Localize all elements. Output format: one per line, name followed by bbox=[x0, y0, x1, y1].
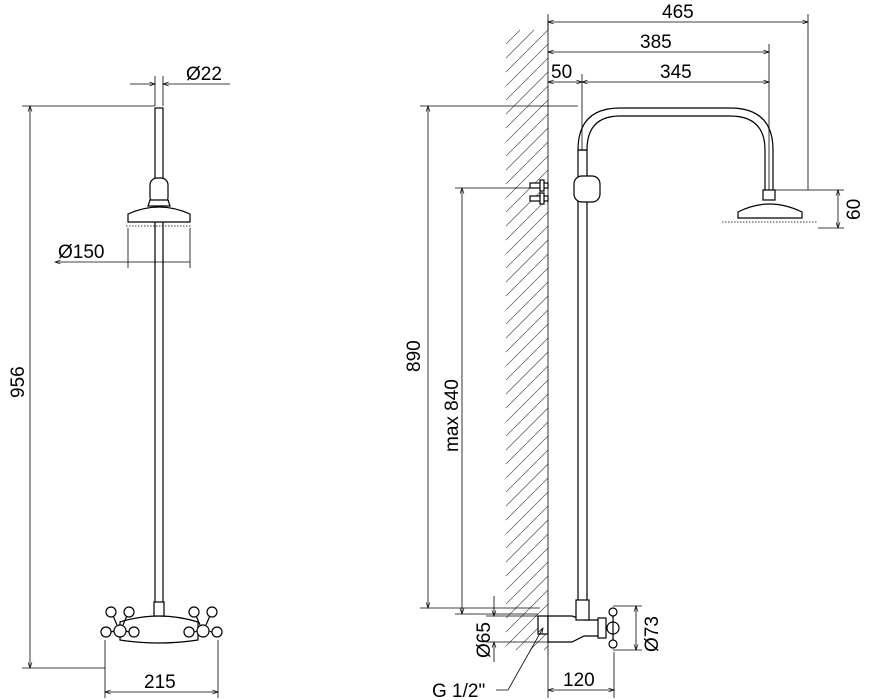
wall-hatch-line bbox=[505, 225, 549, 269]
wall-hatch-line bbox=[505, 253, 549, 297]
front-view: Ø22 Ø150 956 215 bbox=[8, 64, 230, 698]
side-view: 465 385 50 345 60 890 max 840 Ø65 bbox=[404, 2, 865, 700]
wall-hatch-line bbox=[505, 435, 549, 479]
wall-hatch-line bbox=[505, 449, 549, 493]
wall-hatch-line bbox=[505, 43, 549, 87]
wall-hatch-line bbox=[505, 393, 549, 437]
side-head-connector bbox=[762, 189, 776, 201]
side-slider bbox=[573, 175, 601, 203]
wall-hatch-line bbox=[505, 85, 549, 129]
wall-hatch-line bbox=[505, 281, 549, 325]
wall-hatch-line bbox=[543, 645, 549, 651]
wall-hatch-line bbox=[505, 337, 549, 381]
wall-hatch-line bbox=[505, 113, 549, 157]
wall-hatch-line bbox=[505, 155, 549, 199]
wall-hatch-line bbox=[505, 533, 549, 577]
wall-hatch-line bbox=[505, 561, 549, 605]
wall-hatch-line bbox=[505, 603, 549, 647]
side-total-projection-label: 465 bbox=[662, 2, 694, 23]
wall-hatch-line bbox=[505, 71, 549, 115]
wall-hatch-line bbox=[505, 309, 549, 353]
wall-hatch-line bbox=[505, 211, 549, 255]
front-width-label: 215 bbox=[144, 672, 176, 693]
wall-hatch-line bbox=[505, 421, 549, 465]
wall-hatch-line bbox=[505, 519, 549, 563]
wall-hatch-line bbox=[505, 267, 549, 311]
wall-hatch-line bbox=[505, 127, 549, 171]
front-mixer-outlet bbox=[153, 601, 165, 617]
wall-hatch-line bbox=[505, 365, 549, 409]
wall-hatch-line bbox=[505, 477, 549, 521]
front-pipe-diameter-label: Ø22 bbox=[186, 64, 222, 85]
wall-hatch-line bbox=[505, 239, 549, 283]
wall-hatch-line bbox=[505, 491, 549, 535]
side-mixer-height-label: Ø65 bbox=[474, 622, 495, 658]
side-handle-diameter-label: Ø73 bbox=[642, 616, 663, 652]
wall-hatch-line bbox=[505, 379, 549, 423]
wall-hatch-line bbox=[529, 631, 549, 651]
front-height-label: 956 bbox=[8, 366, 29, 398]
wall-hatch-line bbox=[505, 547, 549, 591]
side-wall-offset-label: 50 bbox=[551, 62, 572, 83]
side-column-height-label: 890 bbox=[404, 340, 425, 372]
wall-hatch bbox=[505, 29, 549, 651]
side-arm-length-label: 345 bbox=[660, 62, 692, 83]
front-head-connector bbox=[147, 199, 171, 207]
wall-hatch-line bbox=[505, 29, 521, 45]
wall-hatch-line bbox=[505, 57, 549, 101]
wall-hatch-line bbox=[505, 351, 549, 395]
side-thread-label: G 1/2" bbox=[432, 681, 485, 700]
side-column bbox=[577, 149, 588, 621]
wall-hatch-line bbox=[505, 323, 549, 367]
wall-hatch-line bbox=[505, 29, 549, 73]
wall-hatch-line bbox=[505, 99, 549, 143]
side-arm bbox=[577, 107, 774, 193]
front-right-handle bbox=[183, 606, 223, 638]
side-arm-projection-label: 385 bbox=[640, 32, 672, 53]
wall-hatch-line bbox=[505, 141, 549, 185]
wall-hatch-line bbox=[505, 589, 549, 633]
wall-hatch-line bbox=[505, 295, 549, 339]
wall-hatch-line bbox=[505, 505, 549, 549]
wall-hatch-line bbox=[505, 197, 549, 241]
side-thread-leader bbox=[496, 628, 543, 691]
side-shower-head bbox=[737, 203, 803, 219]
wall-hatch-line bbox=[505, 29, 535, 59]
wall-hatch-line bbox=[505, 407, 549, 451]
front-left-handle bbox=[100, 606, 140, 638]
side-head-height-label: 60 bbox=[844, 199, 865, 220]
wall-hatch-line bbox=[505, 169, 549, 213]
side-mixer bbox=[537, 599, 620, 649]
front-mixer-body bbox=[119, 615, 199, 644]
front-shower-head bbox=[127, 206, 191, 223]
side-wall-bracket bbox=[529, 179, 549, 205]
wall-hatch-line bbox=[505, 463, 549, 507]
front-head-diameter-label: Ø150 bbox=[58, 242, 104, 263]
side-mixer-depth-label: 120 bbox=[563, 670, 595, 691]
side-max-height-label: max 840 bbox=[442, 379, 463, 452]
wall-hatch-line bbox=[505, 575, 549, 619]
